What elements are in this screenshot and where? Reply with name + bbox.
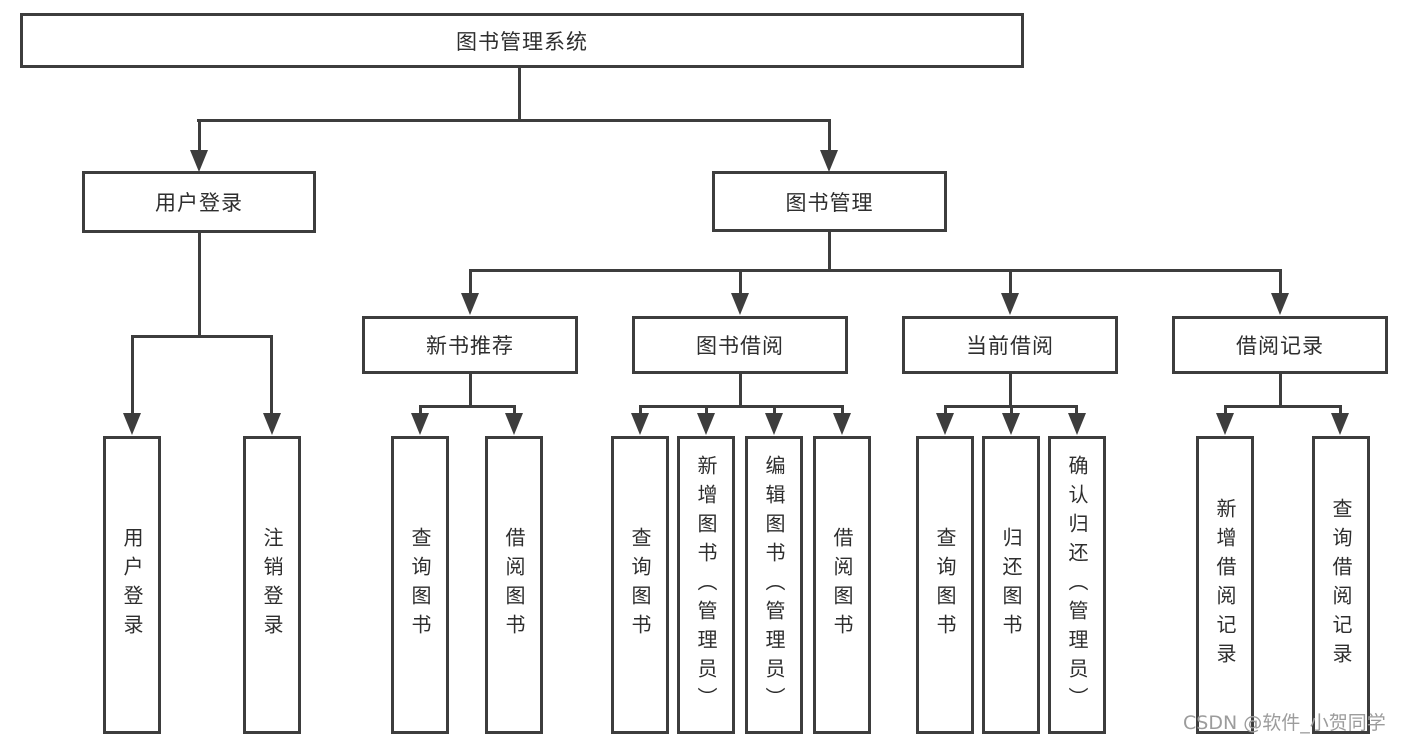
node-library-management-system: 图书管理系统 — [20, 13, 1024, 68]
leaf-edit-book-admin: 编辑图书（管理员） — [745, 436, 803, 734]
leaf-label: 用户登录 — [120, 527, 144, 643]
connector-to-current-borrowing — [1009, 269, 1012, 295]
connector-new-book-bar — [419, 405, 515, 408]
leaf-label: 借阅图书 — [830, 527, 854, 643]
connector-to-book-management — [828, 119, 831, 152]
arrowhead-down-icon — [123, 413, 141, 435]
node-book-borrowing: 图书借阅 — [632, 316, 848, 374]
connector-leaf — [705, 405, 708, 415]
leaf-label: 查询图书 — [408, 527, 432, 643]
connector-root-bar — [197, 119, 831, 122]
node-label: 当前借阅 — [966, 334, 1054, 358]
leaf-label: 新增借阅记录 — [1213, 498, 1237, 672]
arrowhead-down-icon — [631, 413, 649, 435]
arrowhead-down-icon — [936, 413, 954, 435]
arrowhead-down-icon — [731, 293, 749, 315]
leaf-add-book-admin: 新增图书（管理员） — [677, 436, 735, 734]
node-label: 图书管理系统 — [456, 29, 588, 54]
leaf-label: 查询借阅记录 — [1329, 498, 1353, 672]
csdn-watermark: CSDN @软件_小贺同学 — [1183, 712, 1386, 734]
arrowhead-down-icon — [1271, 293, 1289, 315]
connector-book-borrowing-stem — [739, 374, 742, 408]
arrowhead-down-icon — [1002, 413, 1020, 435]
node-new-book-recommendation: 新书推荐 — [362, 316, 578, 374]
connector-book-mgmt-bar — [469, 269, 1281, 272]
connector-book-mgmt-stem — [828, 232, 831, 272]
node-current-borrowing: 当前借阅 — [902, 316, 1118, 374]
leaf-query-books-recommend: 查询图书 — [391, 436, 449, 734]
connector-to-leaf-logout — [270, 335, 273, 415]
leaf-logout: 注销登录 — [243, 436, 301, 734]
connector-leaf — [841, 405, 844, 415]
arrowhead-down-icon — [411, 413, 429, 435]
arrowhead-down-icon — [820, 150, 838, 172]
leaf-label: 借阅图书 — [502, 527, 526, 643]
connector-leaf — [1075, 405, 1078, 415]
leaf-label: 注销登录 — [260, 527, 284, 643]
connector-borrowing-records-bar — [1224, 405, 1341, 408]
node-label: 图书管理 — [785, 190, 874, 215]
node-user-login: 用户登录 — [82, 171, 316, 233]
arrowhead-down-icon — [833, 413, 851, 435]
leaf-label: 查询图书 — [933, 527, 957, 643]
arrowhead-down-icon — [190, 150, 208, 172]
leaf-confirm-return-admin: 确认归还（管理员） — [1048, 436, 1106, 734]
connector-user-login-stem — [198, 233, 201, 338]
node-label: 新书推荐 — [426, 334, 514, 358]
connector-book-borrowing-bar — [639, 405, 843, 408]
connector-leaf — [1339, 405, 1342, 415]
arrowhead-down-icon — [1068, 413, 1086, 435]
arrowhead-down-icon — [697, 413, 715, 435]
connector-to-user-login — [198, 119, 201, 152]
leaf-label: 归还图书 — [999, 527, 1023, 643]
leaf-borrow-books-borrowing: 借阅图书 — [813, 436, 871, 734]
connector-leaf — [1224, 405, 1227, 415]
connector-leaf — [639, 405, 642, 415]
leaf-label: 新增图书（管理员） — [694, 454, 718, 716]
arrowhead-down-icon — [505, 413, 523, 435]
arrowhead-down-icon — [263, 413, 281, 435]
leaf-add-borrow-record: 新增借阅记录 — [1196, 436, 1254, 734]
node-label: 用户登录 — [155, 191, 243, 215]
leaf-label: 确认归还（管理员） — [1065, 454, 1089, 716]
arrowhead-down-icon — [461, 293, 479, 315]
leaf-query-borrow-record: 查询借阅记录 — [1312, 436, 1370, 734]
connector-to-leaf-user-login — [131, 335, 134, 415]
connector-root-stem — [518, 68, 521, 121]
connector-to-new-book — [469, 269, 472, 295]
node-label: 借阅记录 — [1236, 334, 1324, 358]
connector-leaf — [513, 405, 516, 415]
connector-leaf — [944, 405, 947, 415]
connector-current-borrowing-stem — [1009, 374, 1012, 408]
arrowhead-down-icon — [1001, 293, 1019, 315]
leaf-label: 查询图书 — [628, 527, 652, 643]
connector-borrowing-records-stem — [1279, 374, 1282, 408]
arrowhead-down-icon — [1216, 413, 1234, 435]
leaf-query-books-current: 查询图书 — [916, 436, 974, 734]
connector-leaf — [773, 405, 776, 415]
connector-leaf — [419, 405, 422, 415]
leaf-borrow-books-recommend: 借阅图书 — [485, 436, 543, 734]
connector-to-borrowing-records — [1279, 269, 1282, 295]
node-label: 图书借阅 — [696, 334, 784, 358]
leaf-user-login: 用户登录 — [103, 436, 161, 734]
connector-leaf — [1010, 405, 1013, 415]
leaf-label: 编辑图书（管理员） — [762, 454, 786, 716]
node-book-management: 图书管理 — [712, 171, 947, 232]
connector-new-book-stem — [469, 374, 472, 408]
arrowhead-down-icon — [1331, 413, 1349, 435]
arrowhead-down-icon — [765, 413, 783, 435]
connector-user-login-bar — [131, 335, 273, 338]
leaf-return-books: 归还图书 — [982, 436, 1040, 734]
leaf-query-books-borrowing: 查询图书 — [611, 436, 669, 734]
connector-to-book-borrowing — [739, 269, 742, 295]
node-borrowing-records: 借阅记录 — [1172, 316, 1388, 374]
